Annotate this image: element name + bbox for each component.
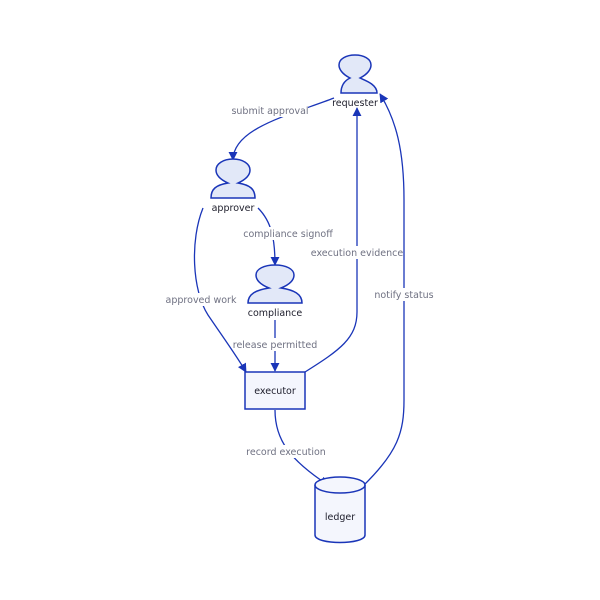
person-icon <box>210 158 256 199</box>
actor-label: requester <box>332 98 378 109</box>
edge-label-notify-status: notify status <box>374 288 434 301</box>
edge-label-text: execution evidence <box>311 248 404 259</box>
edge-label-release-permitted: release permitted <box>233 338 318 351</box>
actor-approver[interactable]: approver <box>210 158 256 214</box>
person-icon <box>247 264 303 304</box>
edge-label-execution-evidence: execution evidence <box>311 246 404 259</box>
edge-label-text: record execution <box>246 447 326 458</box>
node-executor[interactable]: executor <box>244 371 306 410</box>
actor-label: approver <box>212 203 255 214</box>
edge-label-text: approved work <box>166 295 237 306</box>
person-icon <box>338 54 378 94</box>
edge-approved-work <box>193 207 247 373</box>
actor-label: compliance <box>248 308 303 319</box>
edge-label-text: submit approval <box>231 106 308 117</box>
actor-requester[interactable]: requester <box>332 54 378 109</box>
edge-label-text: notify status <box>374 290 433 301</box>
edge-label-submit-approval: submit approval <box>231 104 309 117</box>
edge-label-record-execution: record execution <box>244 445 328 458</box>
node-label: executor <box>254 386 296 397</box>
edge-label-text: release permitted <box>233 340 318 351</box>
edge-execution-evidence <box>304 107 362 373</box>
database-icon <box>314 485 366 544</box>
node-label: ledger <box>325 512 355 523</box>
edge-label-compliance-signoff: compliance signoff <box>230 227 346 240</box>
edge-submit-approval <box>228 97 335 161</box>
actor-compliance[interactable]: compliance <box>247 264 303 319</box>
cylinder-top <box>314 476 366 494</box>
node-ledger[interactable]: ledger <box>314 476 366 544</box>
edge-label-approved-work: approved work <box>166 293 237 306</box>
edge-label-text: compliance signoff <box>243 229 333 240</box>
